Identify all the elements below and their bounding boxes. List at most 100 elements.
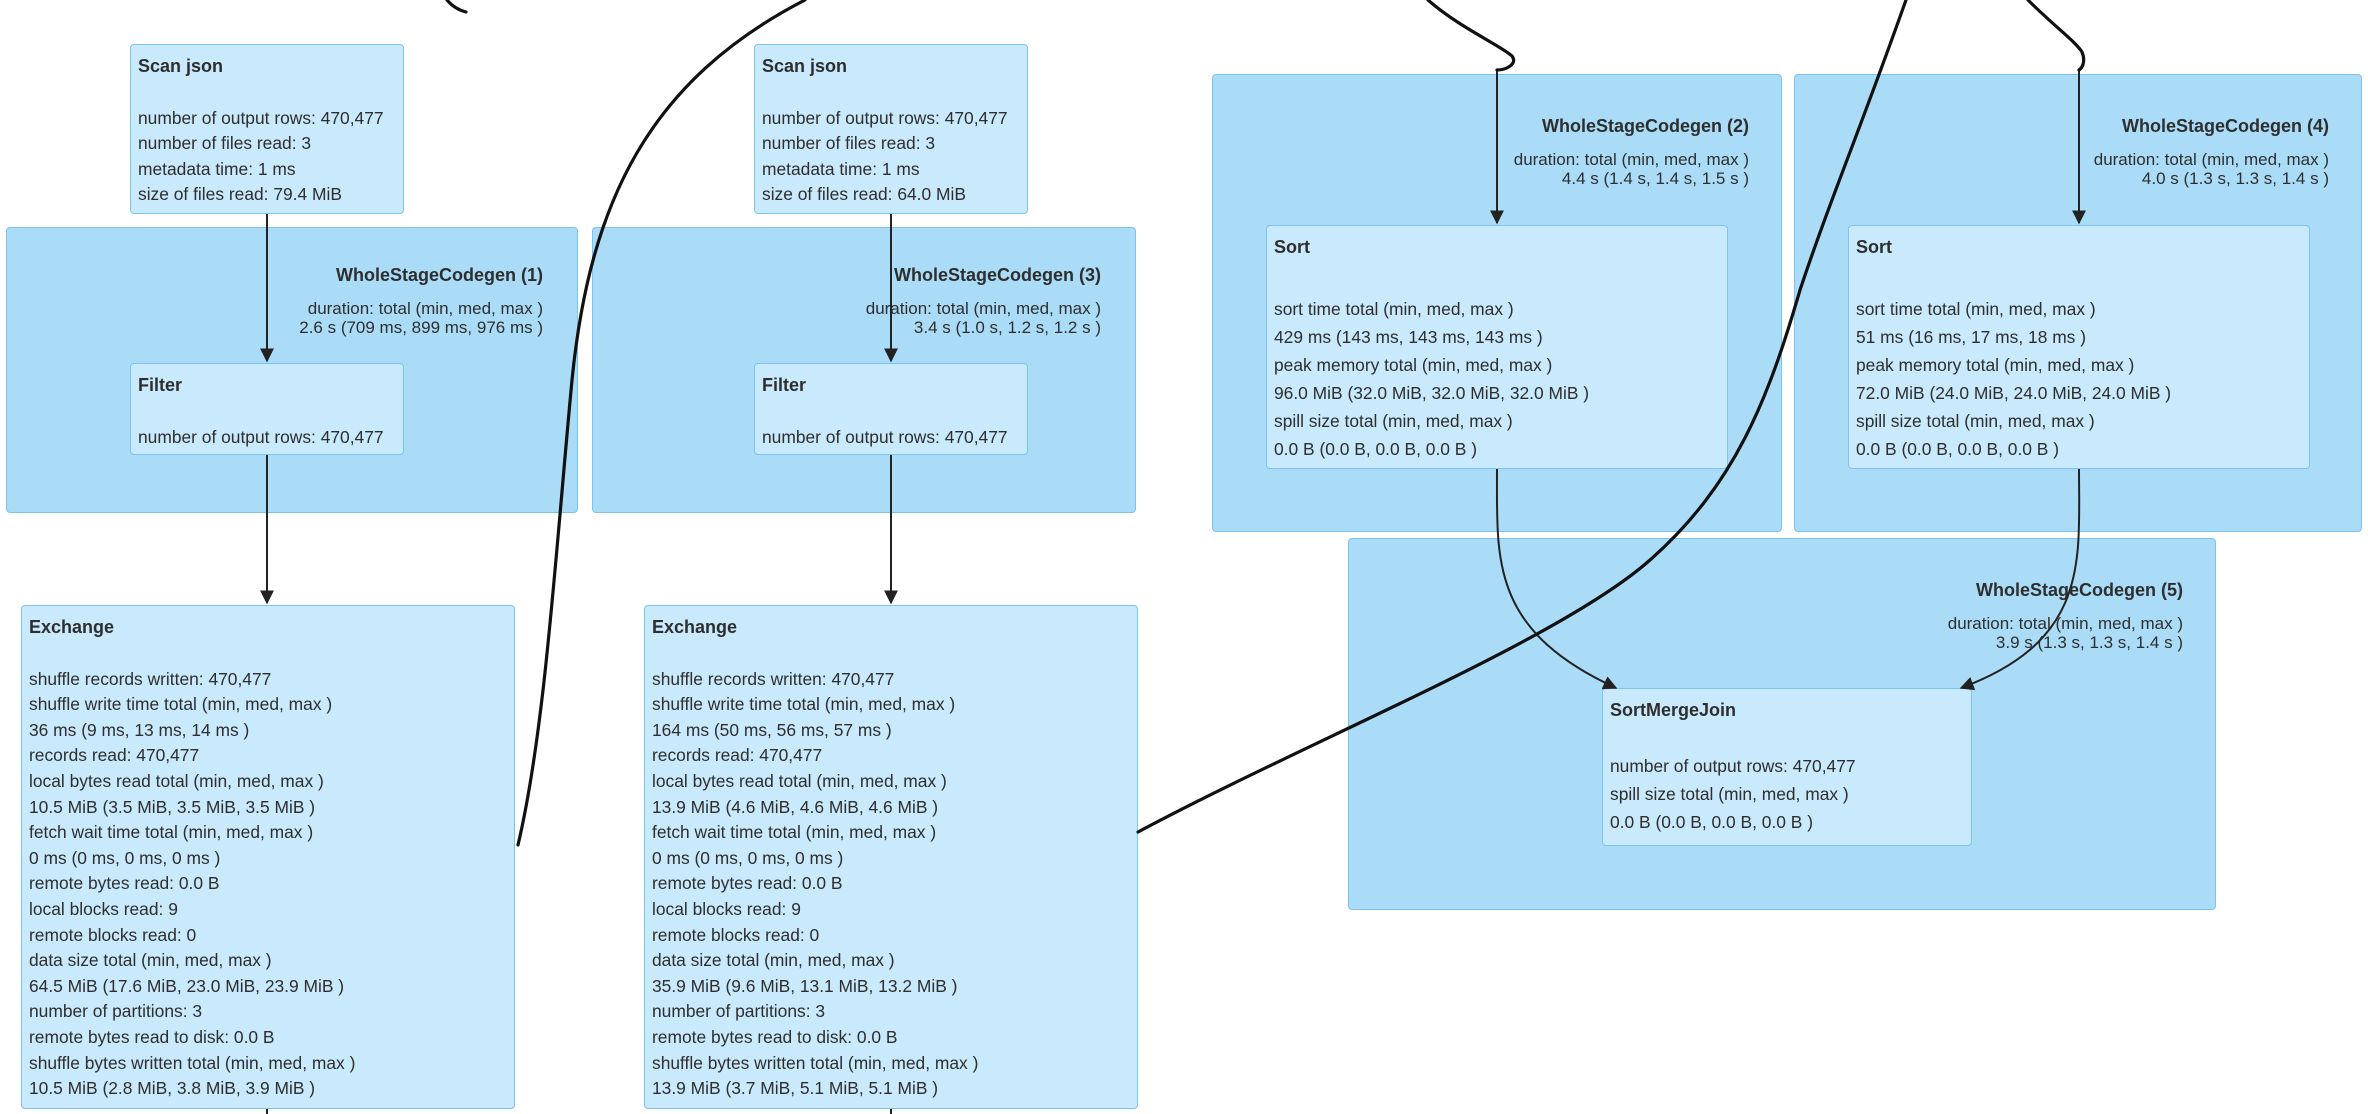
- node-metric: remote bytes read to disk: 0.0 B: [652, 1026, 898, 1047]
- node-metric: records read: 470,477: [652, 745, 823, 766]
- node-title: Scan json: [138, 56, 224, 76]
- node-metric: shuffle bytes written total (min, med, m…: [652, 1052, 979, 1073]
- node-metric: local blocks read: 9: [29, 898, 178, 919]
- node-metric: 13.9 MiB (3.7 MiB, 5.1 MiB, 5.1 MiB ): [652, 1078, 939, 1099]
- node-title: Exchange: [652, 617, 738, 637]
- cluster-duration-label: duration: total (min, med, max ): [865, 299, 1101, 318]
- node-metrics: number of output rows: 470,477 number of …: [762, 106, 1020, 208]
- node-exchange-2[interactable]: Exchange shuffle records written: 470,47…: [644, 605, 1138, 1109]
- node-filter-2[interactable]: Filter number of output rows: 470,477: [754, 363, 1028, 455]
- cluster-duration-value: 4.0 s (1.3 s, 1.3 s, 1.4 s ): [2141, 169, 2329, 188]
- node-metric: shuffle bytes written total (min, med, m…: [29, 1052, 356, 1073]
- node-metric: 10.5 MiB (3.5 MiB, 3.5 MiB, 3.5 MiB ): [29, 796, 316, 817]
- node-title: Sort: [1274, 237, 1310, 257]
- node-metric: fetch wait time total (min, med, max ): [29, 822, 314, 843]
- node-metrics: sort time total (min, med, max ) 429 ms (…: [1274, 295, 1720, 463]
- cluster-duration-label: duration: total (min, med, max ): [1513, 150, 1749, 169]
- node-metric: number of partitions: 3: [652, 1001, 826, 1022]
- node-scan-json-1[interactable]: Scan json number of output rows: 470,477…: [130, 44, 404, 214]
- cluster-duration-value: 3.9 s (1.3 s, 1.3 s, 1.4 s ): [1995, 633, 2183, 652]
- node-metric: 0.0 B (0.0 B, 0.0 B, 0.0 B ): [1856, 438, 2059, 459]
- node-metric: size of files read: 79.4 MiB: [138, 184, 342, 205]
- cluster-header: WholeStageCodegen (3) duration: total (m…: [865, 265, 1101, 338]
- node-metric: shuffle write time total (min, med, max …: [29, 694, 333, 715]
- cluster-duration-value: 2.6 s (709 ms, 899 ms, 976 ms ): [299, 318, 543, 337]
- node-metric: sort time total (min, med, max ): [1856, 298, 2096, 319]
- node-metric: shuffle write time total (min, med, max …: [652, 694, 956, 715]
- node-sortmergejoin[interactable]: SortMergeJoin number of output rows: 470…: [1602, 688, 1972, 846]
- node-metric: metadata time: 1 ms: [138, 158, 296, 179]
- node-sort-2[interactable]: Sort sort time total (min, med, max ) 51 …: [1848, 225, 2310, 469]
- node-metric: 51 ms (16 ms, 17 ms, 18 ms ): [1856, 326, 2087, 347]
- node-metric: remote blocks read: 0: [652, 924, 820, 945]
- cluster-header: WholeStageCodegen (2) duration: total (m…: [1513, 117, 1749, 189]
- node-metric: number of partitions: 3: [29, 1001, 203, 1022]
- node-metrics: number of output rows: 470,477 spill size…: [1610, 752, 1964, 836]
- node-metric: 164 ms (50 ms, 56 ms, 57 ms ): [652, 719, 892, 740]
- node-metric: number of output rows: 470,477: [762, 426, 1008, 447]
- node-metric: 35.9 MiB (9.6 MiB, 13.1 MiB, 13.2 MiB ): [652, 975, 958, 996]
- cluster-duration-label: duration: total (min, med, max ): [307, 299, 543, 318]
- node-metric: spill size total (min, med, max ): [1856, 410, 2095, 431]
- node-scan-json-2[interactable]: Scan json number of output rows: 470,477…: [754, 44, 1028, 214]
- node-metric: remote bytes read: 0.0 B: [652, 873, 843, 894]
- node-metric: number of output rows: 470,477: [762, 107, 1008, 128]
- node-metric: data size total (min, med, max ): [652, 950, 895, 971]
- node-metric: size of files read: 64.0 MiB: [762, 184, 966, 205]
- node-metric: remote bytes read: 0.0 B: [29, 873, 220, 894]
- node-metric: 64.5 MiB (17.6 MiB, 23.0 MiB, 23.9 MiB ): [29, 975, 345, 996]
- node-metric: 0.0 B (0.0 B, 0.0 B, 0.0 B ): [1274, 438, 1477, 459]
- node-metric: number of output rows: 470,477: [138, 426, 384, 447]
- node-metric: peak memory total (min, med, max ): [1856, 354, 2135, 375]
- scribble-stroke-right-top-b: [2026, 0, 2086, 72]
- node-filter-1[interactable]: Filter number of output rows: 470,477: [130, 363, 404, 455]
- cluster-title: WholeStageCodegen (4): [2121, 116, 2329, 136]
- node-metrics: number of output rows: 470,477: [138, 425, 396, 451]
- node-metric: remote blocks read: 0: [29, 924, 197, 945]
- cluster-title: WholeStageCodegen (5): [1975, 580, 2183, 600]
- node-metrics: shuffle records written: 470,477 shuffle …: [29, 667, 507, 1102]
- node-metric: records read: 470,477: [29, 745, 200, 766]
- node-title: SortMergeJoin: [1610, 700, 1737, 720]
- node-metric: local bytes read total (min, med, max ): [29, 770, 324, 791]
- node-metric: local bytes read total (min, med, max ): [652, 770, 947, 791]
- node-metric: 13.9 MiB (4.6 MiB, 4.6 MiB, 4.6 MiB ): [652, 796, 939, 817]
- node-metric: shuffle records written: 470,477: [29, 668, 272, 689]
- node-metric: spill size total (min, med, max ): [1274, 410, 1513, 431]
- node-title: Filter: [138, 375, 183, 395]
- scribble-stroke-right-top-a: [1426, 0, 1516, 72]
- node-metric: 72.0 MiB (24.0 MiB, 24.0 MiB, 24.0 MiB ): [1856, 382, 2172, 403]
- cluster-duration-label: duration: total (min, med, max ): [2093, 150, 2329, 169]
- node-exchange-1[interactable]: Exchange shuffle records written: 470,47…: [21, 605, 515, 1109]
- node-metrics: number of output rows: 470,477: [762, 425, 1020, 451]
- cluster-header: WholeStageCodegen (1) duration: total (m…: [299, 265, 543, 338]
- node-metric: spill size total (min, med, max ): [1610, 783, 1849, 804]
- node-title: Scan json: [762, 56, 848, 76]
- node-metric: 10.5 MiB (2.8 MiB, 3.8 MiB, 3.9 MiB ): [29, 1078, 316, 1099]
- node-title: Filter: [762, 375, 807, 395]
- node-metric: fetch wait time total (min, med, max ): [652, 822, 937, 843]
- node-metric: number of output rows: 470,477: [1610, 755, 1856, 776]
- node-metric: number of files read: 3: [138, 133, 312, 154]
- cluster-duration-label: duration: total (min, med, max ): [1947, 614, 2183, 633]
- cluster-title: WholeStageCodegen (3): [893, 265, 1101, 285]
- node-metric: 36 ms (9 ms, 13 ms, 14 ms ): [29, 719, 250, 740]
- node-metric: 96.0 MiB (32.0 MiB, 32.0 MiB, 32.0 MiB ): [1274, 382, 1590, 403]
- node-metric: sort time total (min, med, max ): [1274, 298, 1514, 319]
- cluster-duration-value: 3.4 s (1.0 s, 1.2 s, 1.2 s ): [913, 318, 1101, 337]
- node-title: Sort: [1856, 237, 1892, 257]
- node-metric: number of files read: 3: [762, 133, 936, 154]
- node-metric: local blocks read: 9: [652, 898, 801, 919]
- node-metric: metadata time: 1 ms: [762, 158, 920, 179]
- node-title: Exchange: [29, 617, 115, 637]
- node-metric: 429 ms (143 ms, 143 ms, 143 ms ): [1274, 326, 1543, 347]
- node-metric: peak memory total (min, med, max ): [1274, 354, 1553, 375]
- cluster-header: WholeStageCodegen (5) duration: total (m…: [1947, 580, 2183, 653]
- node-sort-1[interactable]: Sort sort time total (min, med, max ) 429…: [1266, 225, 1728, 469]
- cluster-duration-value: 4.4 s (1.4 s, 1.4 s, 1.5 s ): [1561, 169, 1749, 188]
- cluster-header: WholeStageCodegen (4) duration: total (m…: [2093, 116, 2329, 189]
- cluster-title: WholeStageCodegen (1): [335, 265, 543, 285]
- node-metric: data size total (min, med, max ): [29, 950, 272, 971]
